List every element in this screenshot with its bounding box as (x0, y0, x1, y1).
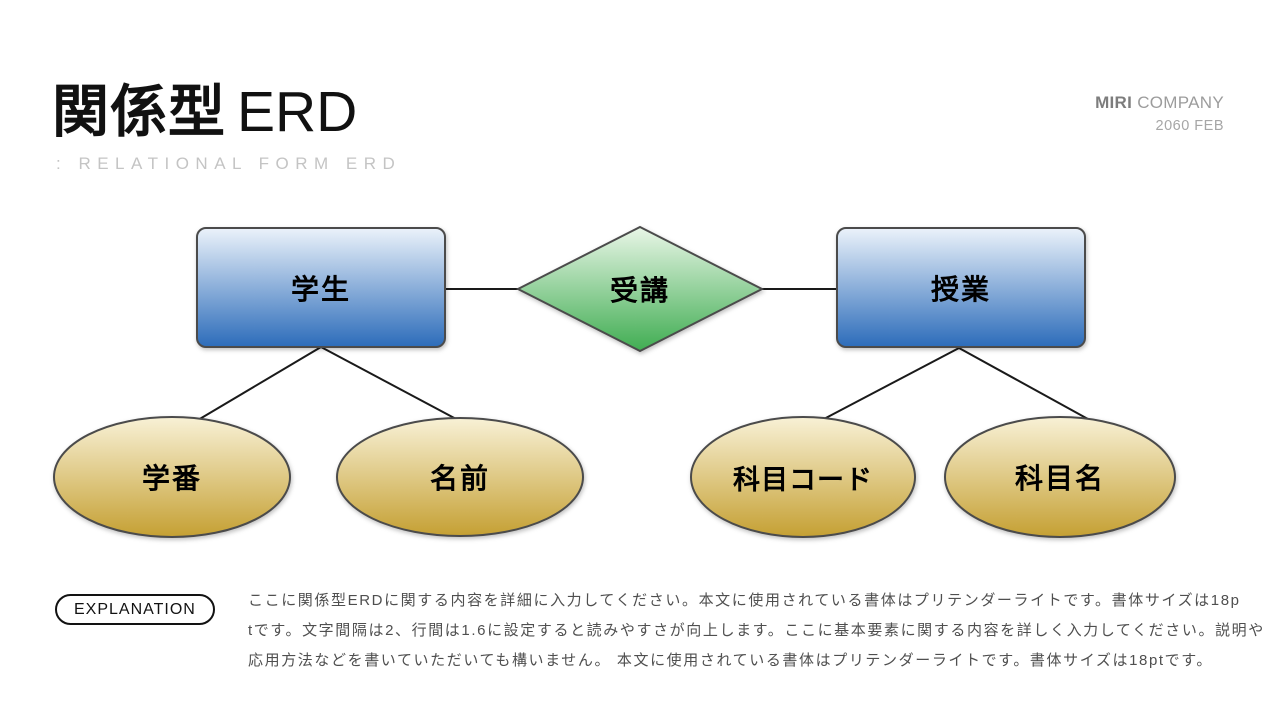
page-subtitle: : RELATIONAL FORM ERD (56, 154, 402, 173)
connector-student-attr1 (197, 346, 322, 421)
connector-class-attr4 (958, 347, 1098, 425)
explanation-text: ここに関係型ERDに関する内容を詳細に入力してください。本文に使用されている書体… (248, 586, 1265, 676)
entity-class-shape (836, 227, 1086, 348)
attribute-ellipse-subject-code (690, 416, 916, 538)
relationship-diamond-shape (515, 225, 765, 353)
attribute-ellipse-name (336, 417, 584, 537)
company-suffix: COMPANY (1132, 93, 1224, 112)
attribute-ellipse-student-id (53, 416, 291, 538)
company-name: MIRI (1095, 93, 1133, 112)
explanation-badge: EXPLANATION (55, 594, 215, 625)
connector-class-attr3 (821, 347, 960, 421)
explanation-line: ここに関係型ERDに関する内容を詳細に入力してください。本文に使用されている書体… (248, 592, 1241, 609)
entity-student-shape (196, 227, 446, 348)
connector-student-attr2 (320, 346, 459, 421)
date-label: 2060 FEB (1155, 118, 1224, 134)
explanation-line: tです。文字間隔は2、行間は1.6に設定すると読みやすさが向上します。ここに基本… (248, 622, 1265, 639)
explanation-line: 応用方法などを書いていただいても構いません。 本文に使用されている書体はプリテン… (248, 652, 1213, 669)
page-title-japanese: 関係型 (52, 80, 226, 144)
attribute-ellipse-subject-name (944, 416, 1176, 538)
page-title-english: ERD (237, 80, 358, 144)
company-label: MIRI COMPANY (1095, 93, 1224, 113)
